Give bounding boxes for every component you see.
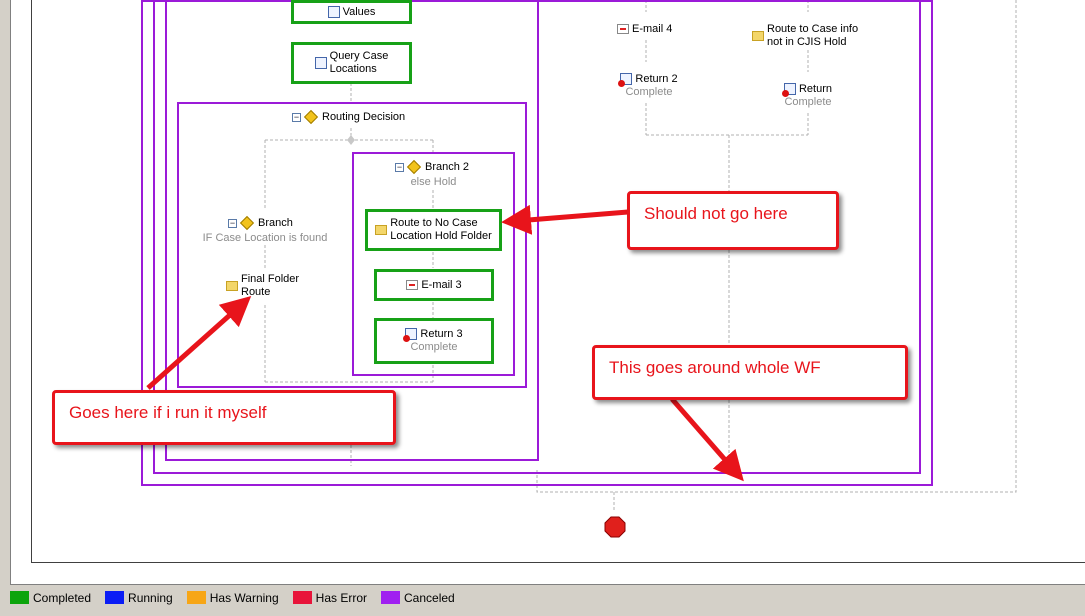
legend-label: Canceled	[404, 590, 455, 605]
email4-label: E-mail 4	[632, 23, 673, 35]
email3-label: E-mail 3	[421, 278, 462, 291]
callout-around-wf: This goes around whole WF	[592, 345, 908, 400]
assign-hold-values-activity[interactable]: Values	[291, 0, 412, 24]
routing-decision-label: Routing Decision	[322, 111, 406, 123]
query-case-locations-activity[interactable]: Query Case Locations	[291, 42, 412, 84]
return2-activity[interactable]: Return 2 Complete	[614, 73, 684, 99]
status-legend: Completed Running Has Warning Has Error …	[10, 589, 469, 606]
assign-icon	[327, 5, 340, 18]
legend-label: Running	[128, 590, 173, 605]
branch2-subtitle: else Hold	[410, 176, 457, 188]
legend-canceled: Canceled	[381, 591, 455, 605]
return-title: Return	[798, 83, 833, 95]
branch2-container	[352, 152, 515, 376]
folder-icon	[375, 225, 388, 235]
routing-decision-container	[177, 102, 527, 388]
return2-title: Return 2	[635, 73, 678, 85]
callout-should-not-go-here: Should not go here	[627, 191, 839, 250]
route-case-info-activity[interactable]: Route to Case info not in CJIS Hold	[752, 23, 858, 49]
email3-activity[interactable]: E-mail 3	[374, 269, 494, 301]
branch-subtitle: IF Case Location is found	[202, 232, 328, 244]
designer-surface	[10, 0, 1085, 585]
designer-inner-frame	[31, 0, 1085, 563]
return-status: Complete	[784, 96, 832, 108]
collapse-icon[interactable]: −	[395, 161, 404, 172]
folder-icon	[752, 31, 764, 41]
legend-swatch	[381, 591, 400, 604]
branch-header[interactable]: − Branch	[228, 216, 293, 231]
final-folder-route-activity[interactable]: Final Folder Route	[226, 273, 299, 299]
stop-icon	[604, 516, 626, 538]
return3-status: Complete	[410, 341, 458, 353]
legend-label: Completed	[33, 590, 92, 605]
legend-swatch	[292, 591, 312, 604]
return-icon	[403, 328, 418, 343]
callout-goes-here: Goes here if i run it myself	[52, 390, 396, 445]
collapse-icon[interactable]: −	[228, 217, 237, 228]
legend-running: Running	[105, 591, 173, 605]
route-case-info-label: Route to Case info not in CJIS Hold	[767, 23, 859, 48]
query-icon	[314, 57, 327, 69]
return3-title: Return 3	[420, 328, 463, 340]
routing-decision-header[interactable]: − Routing Decision	[292, 110, 406, 125]
query-case-locations-label: Query Case Locations	[329, 50, 389, 75]
legend-label: Has Error	[315, 590, 367, 605]
legend-swatch	[186, 591, 206, 604]
legend-completed: Completed	[10, 591, 91, 605]
return2-status: Complete	[625, 86, 673, 98]
route-no-case-activity[interactable]: Route to No Case Location Hold Folder	[365, 209, 502, 251]
legend-has-warning: Has Warning	[186, 590, 279, 605]
merge-diamond	[347, 135, 355, 145]
legend-label: Has Warning	[209, 590, 279, 605]
folder-icon	[226, 281, 238, 291]
return-icon	[781, 83, 796, 98]
email4-activity[interactable]: E-mail 4	[617, 23, 672, 36]
return-activity[interactable]: Return Complete	[778, 83, 838, 109]
email-icon	[406, 279, 419, 290]
legend-swatch	[105, 591, 125, 604]
branch2-header[interactable]: − Branch 2	[395, 160, 485, 175]
email-icon	[617, 24, 629, 35]
branch2-title: Branch 2	[425, 161, 470, 173]
collapse-icon[interactable]: −	[292, 111, 301, 122]
final-folder-route-label: Final Folder Route	[241, 273, 300, 298]
route-no-case-label: Route to No Case Location Hold Folder	[390, 217, 492, 242]
return3-activity[interactable]: Return 3 Complete	[374, 318, 494, 364]
legend-has-error: Has Error	[292, 590, 367, 605]
branch-title: Branch	[258, 217, 293, 229]
legend-swatch	[10, 591, 29, 604]
assign-hold-values-label: Values	[342, 5, 376, 18]
return-icon	[618, 73, 633, 88]
